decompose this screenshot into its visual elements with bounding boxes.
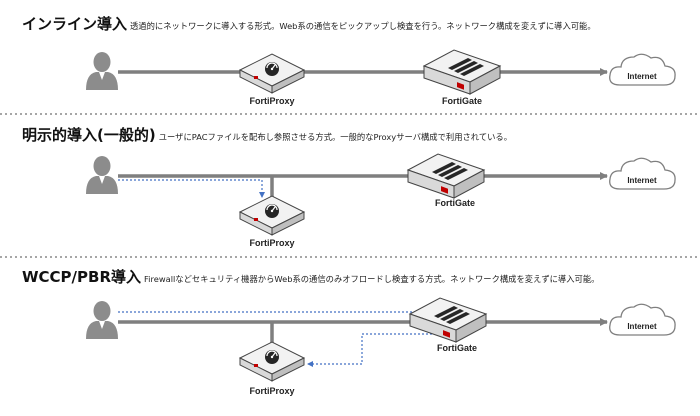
user-icon xyxy=(86,156,118,194)
fortiproxy-icon xyxy=(239,341,305,382)
section-description: Firewallなどセキュリティ機器からWeb系の通信のみオフロードし検査する方… xyxy=(144,274,600,284)
section-description: ユーザにPACファイルを配布し参照させる方式。一般的なProxyサーバ構成で利用… xyxy=(158,132,513,142)
fortigate-label: FortiGate xyxy=(435,198,475,208)
section-title-explicit: 明示的導入(一般的)ユーザにPACファイルを配布し参照させる方式。一般的なPro… xyxy=(22,124,512,145)
fortiproxy-label: FortiProxy xyxy=(249,96,294,106)
pac-flow-line xyxy=(118,179,265,198)
fortigate-icon xyxy=(409,297,487,343)
user-icon xyxy=(86,301,118,339)
section-explicit: FortiProxy FortiGate Internet xyxy=(86,153,676,248)
fortigate-label: FortiGate xyxy=(442,96,482,106)
section-wccp: FortiProxy FortiGate Internet xyxy=(86,297,676,396)
internet-label: Internet xyxy=(627,72,657,81)
fortigate-icon xyxy=(407,153,485,199)
internet-label: Internet xyxy=(627,176,657,185)
fortigate-label: FortiGate xyxy=(437,343,477,353)
offload-flow-line xyxy=(307,326,433,367)
section-inline: FortiProxy FortiGate Internet xyxy=(86,49,676,106)
section-description: 透過的にネットワークに導入する形式。Web系の通信をピックアップし検査を行う。ネ… xyxy=(130,21,596,31)
section-heading: WCCP/PBR導入 xyxy=(22,268,142,286)
section-heading: 明示的導入(一般的) xyxy=(22,126,156,144)
fortiproxy-icon xyxy=(239,53,305,94)
user-icon xyxy=(86,52,118,90)
section-heading: インライン導入 xyxy=(22,15,128,33)
fortiproxy-label: FortiProxy xyxy=(249,238,294,248)
section-title-inline: インライン導入透過的にネットワークに導入する形式。Web系の通信をピックアップし… xyxy=(22,13,596,34)
internet-label: Internet xyxy=(627,322,657,331)
fortigate-icon xyxy=(423,49,501,95)
fortiproxy-icon xyxy=(239,195,305,236)
fortiproxy-label: FortiProxy xyxy=(249,386,294,396)
